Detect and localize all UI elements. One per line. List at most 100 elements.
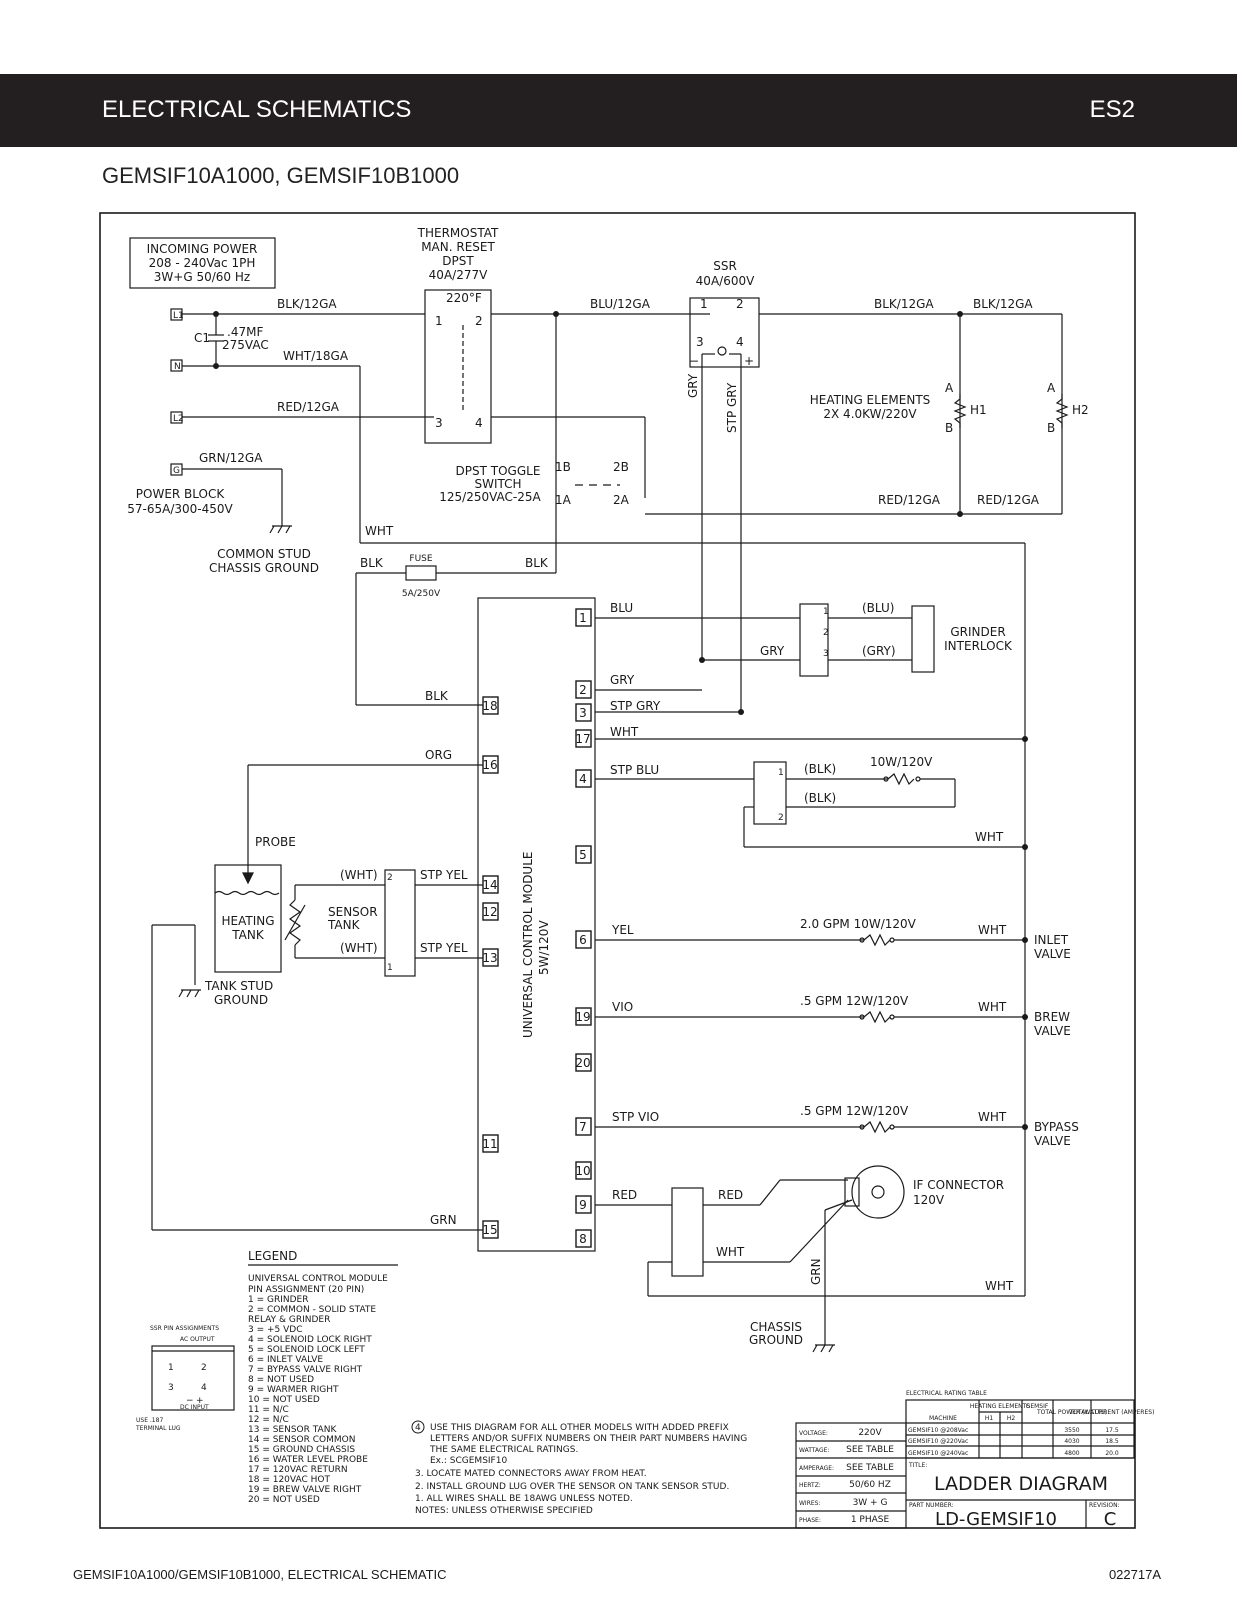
pin-13: 13: [482, 951, 497, 965]
grinder-c2: 2: [823, 628, 829, 638]
terminal-g-label: G: [173, 466, 180, 476]
grinder-line1: GRINDER: [950, 625, 1005, 639]
rating-row3-power: 4800: [1064, 1450, 1079, 1457]
legend-item: 17 = 120VAC RETURN: [248, 1465, 348, 1475]
module-name: UNIVERSAL CONTROL MODULE: [521, 852, 535, 1038]
sensor-c1: 1: [387, 963, 393, 973]
pin-7: 7: [579, 1120, 587, 1134]
rating-row2-current: 18.5: [1105, 1438, 1119, 1445]
pin-3: 3: [579, 706, 587, 720]
legend-item: 16 = WATER LEVEL PROBE: [248, 1455, 368, 1465]
ssr-pins-p2: 2: [201, 1363, 207, 1373]
wire-wht-warmer: WHT: [975, 830, 1004, 844]
legend-item: 6 = INLET VALVE: [248, 1355, 323, 1365]
ssr-pin-diagram: [151, 1345, 235, 1411]
pin-16: 16: [482, 758, 497, 772]
footer-document-name: GEMSIF10A1000/GEMSIF10B1000, ELECTRICAL …: [73, 1567, 447, 1582]
grinder-gry: (GRY): [862, 644, 896, 658]
legend-item: 12 = N/C: [248, 1415, 289, 1425]
terminal-n-label: N: [174, 362, 181, 372]
terminal-l2-label: L2: [173, 414, 184, 424]
incoming-power-box: [129, 237, 276, 289]
legend-item: 4 = SOLENOID LOCK RIGHT: [248, 1335, 372, 1345]
pin-4: 4: [579, 772, 587, 786]
pin-17-wire: WHT: [610, 725, 639, 739]
grinder-c1: 1: [823, 607, 829, 617]
fuse-label: FUSE: [409, 554, 432, 564]
rating-header-power: TOTAL POWER (WATTS): [1036, 1409, 1107, 1416]
ssr-pins-ac: AC OUTPUT: [180, 1336, 215, 1343]
fuse-rating: 5A/250V: [402, 589, 441, 599]
legend-item: 9 = WARMER RIGHT: [248, 1385, 339, 1395]
legend-heading1: UNIVERSAL CONTROL MODULE: [248, 1274, 388, 1284]
if-connector-plug: [671, 1187, 704, 1277]
wire-blk-fuse-left: BLK: [360, 556, 384, 570]
wire-wht-bottom: WHT: [985, 1279, 1014, 1293]
power-block-line2: 57-65A/300-450V: [127, 502, 233, 516]
ssr-box: [689, 297, 760, 368]
control-module-box: [477, 597, 596, 1252]
legend-item: RELAY & GRINDER: [248, 1315, 330, 1325]
if-connector-line2: 120V: [913, 1193, 945, 1207]
inlet-valve-name2: VALVE: [1034, 947, 1071, 961]
if-connector-circle: [851, 1165, 905, 1219]
part-label: PART NUMBER:: [909, 1502, 954, 1509]
warmer-rating: 10W/120V: [870, 755, 933, 769]
incoming-power-line1: 208 - 240Vac 1PH: [149, 256, 256, 270]
wire-red12-b: RED/12GA: [977, 493, 1040, 507]
pin-19-wire: VIO: [612, 1000, 633, 1014]
toggle-1a: 1A: [555, 493, 572, 507]
warmer-blk2: (BLK): [804, 791, 836, 805]
spec-value: SEE TABLE: [846, 1463, 894, 1473]
legend-item: 5 = SOLENOID LOCK LEFT: [248, 1345, 365, 1355]
rating-header-current: TOTAL CURRENT (AMPERES): [1069, 1409, 1155, 1416]
warmer-blk1: (BLK): [804, 762, 836, 776]
ssr-pins-p1: 1: [168, 1363, 174, 1373]
wire-grn-vertical: GRN: [809, 1258, 823, 1285]
rating-row1-machine: GEMSIF10 @208Vac: [908, 1427, 968, 1434]
note-line: THE SAME ELECTRICAL RATINGS.: [429, 1445, 578, 1455]
pin-19: 19: [575, 1010, 590, 1024]
stud-ground-line2: CHASSIS GROUND: [209, 561, 319, 575]
rating-header-gemsif: GEMSIF: [1026, 1403, 1049, 1410]
rating-sub-h1: H1: [985, 1415, 994, 1422]
h1-b: B: [945, 421, 953, 435]
wire-red-if: RED: [718, 1188, 743, 1202]
grinder-c3: 3: [823, 649, 829, 659]
spec-key: WATTAGE:: [799, 1447, 829, 1454]
sensor-tank-line2: TANK: [327, 918, 361, 932]
heating-tank-line1: HEATING: [221, 914, 274, 928]
ssr-plus: +: [744, 354, 754, 368]
spec-key: WIRES:: [799, 1500, 821, 1507]
pin-9: 9: [579, 1198, 587, 1212]
legend-item: 10 = NOT USED: [248, 1395, 320, 1405]
grinder-connector: [799, 603, 829, 677]
legend-item: 13 = SENSOR TANK: [248, 1425, 337, 1435]
pin-11: 11: [482, 1137, 497, 1151]
tank-ground-line2: GROUND: [214, 993, 268, 1007]
grinder-blu: (BLU): [862, 601, 894, 615]
legend-item: 18 = 120VAC HOT: [248, 1475, 330, 1485]
toggle-line1: DPST TOGGLE: [456, 464, 541, 478]
legend-item: 20 = NOT USED: [248, 1495, 320, 1505]
toggle-2b: 2B: [613, 460, 629, 474]
spec-key: VOLTAGE:: [799, 1430, 828, 1437]
ssr-pins-lug2: TERMINAL LUG: [135, 1425, 181, 1432]
pin-5: 5: [579, 848, 587, 862]
pin-12: 12: [482, 905, 497, 919]
pin-1: 1: [579, 611, 587, 625]
warmer-connector: [753, 761, 787, 825]
warmer-c1: 1: [778, 768, 784, 778]
spec-value: 220V: [858, 1428, 882, 1438]
legend-items: 1 = GRINDER 2 = COMMON - SOLID STATE REL…: [248, 1295, 376, 1505]
legend-item: 2 = COMMON - SOLID STATE: [248, 1305, 376, 1315]
ssr-p2: 2: [736, 297, 744, 311]
footer-document-code: 022717A: [1108, 1567, 1161, 1582]
toggle-line3: 125/250VAC-25A: [439, 490, 541, 504]
chassis-ground-line1: CHASSIS: [750, 1320, 802, 1334]
legend-item: 14 = SENSOR COMMON: [248, 1435, 355, 1445]
fuse-symbol: [405, 565, 437, 581]
legend-heading2: PIN ASSIGNMENT (20 PIN): [248, 1285, 364, 1295]
part-number: LD-GEMSIF10: [935, 1509, 1057, 1530]
ssr-pins-plus: +: [196, 1396, 204, 1406]
